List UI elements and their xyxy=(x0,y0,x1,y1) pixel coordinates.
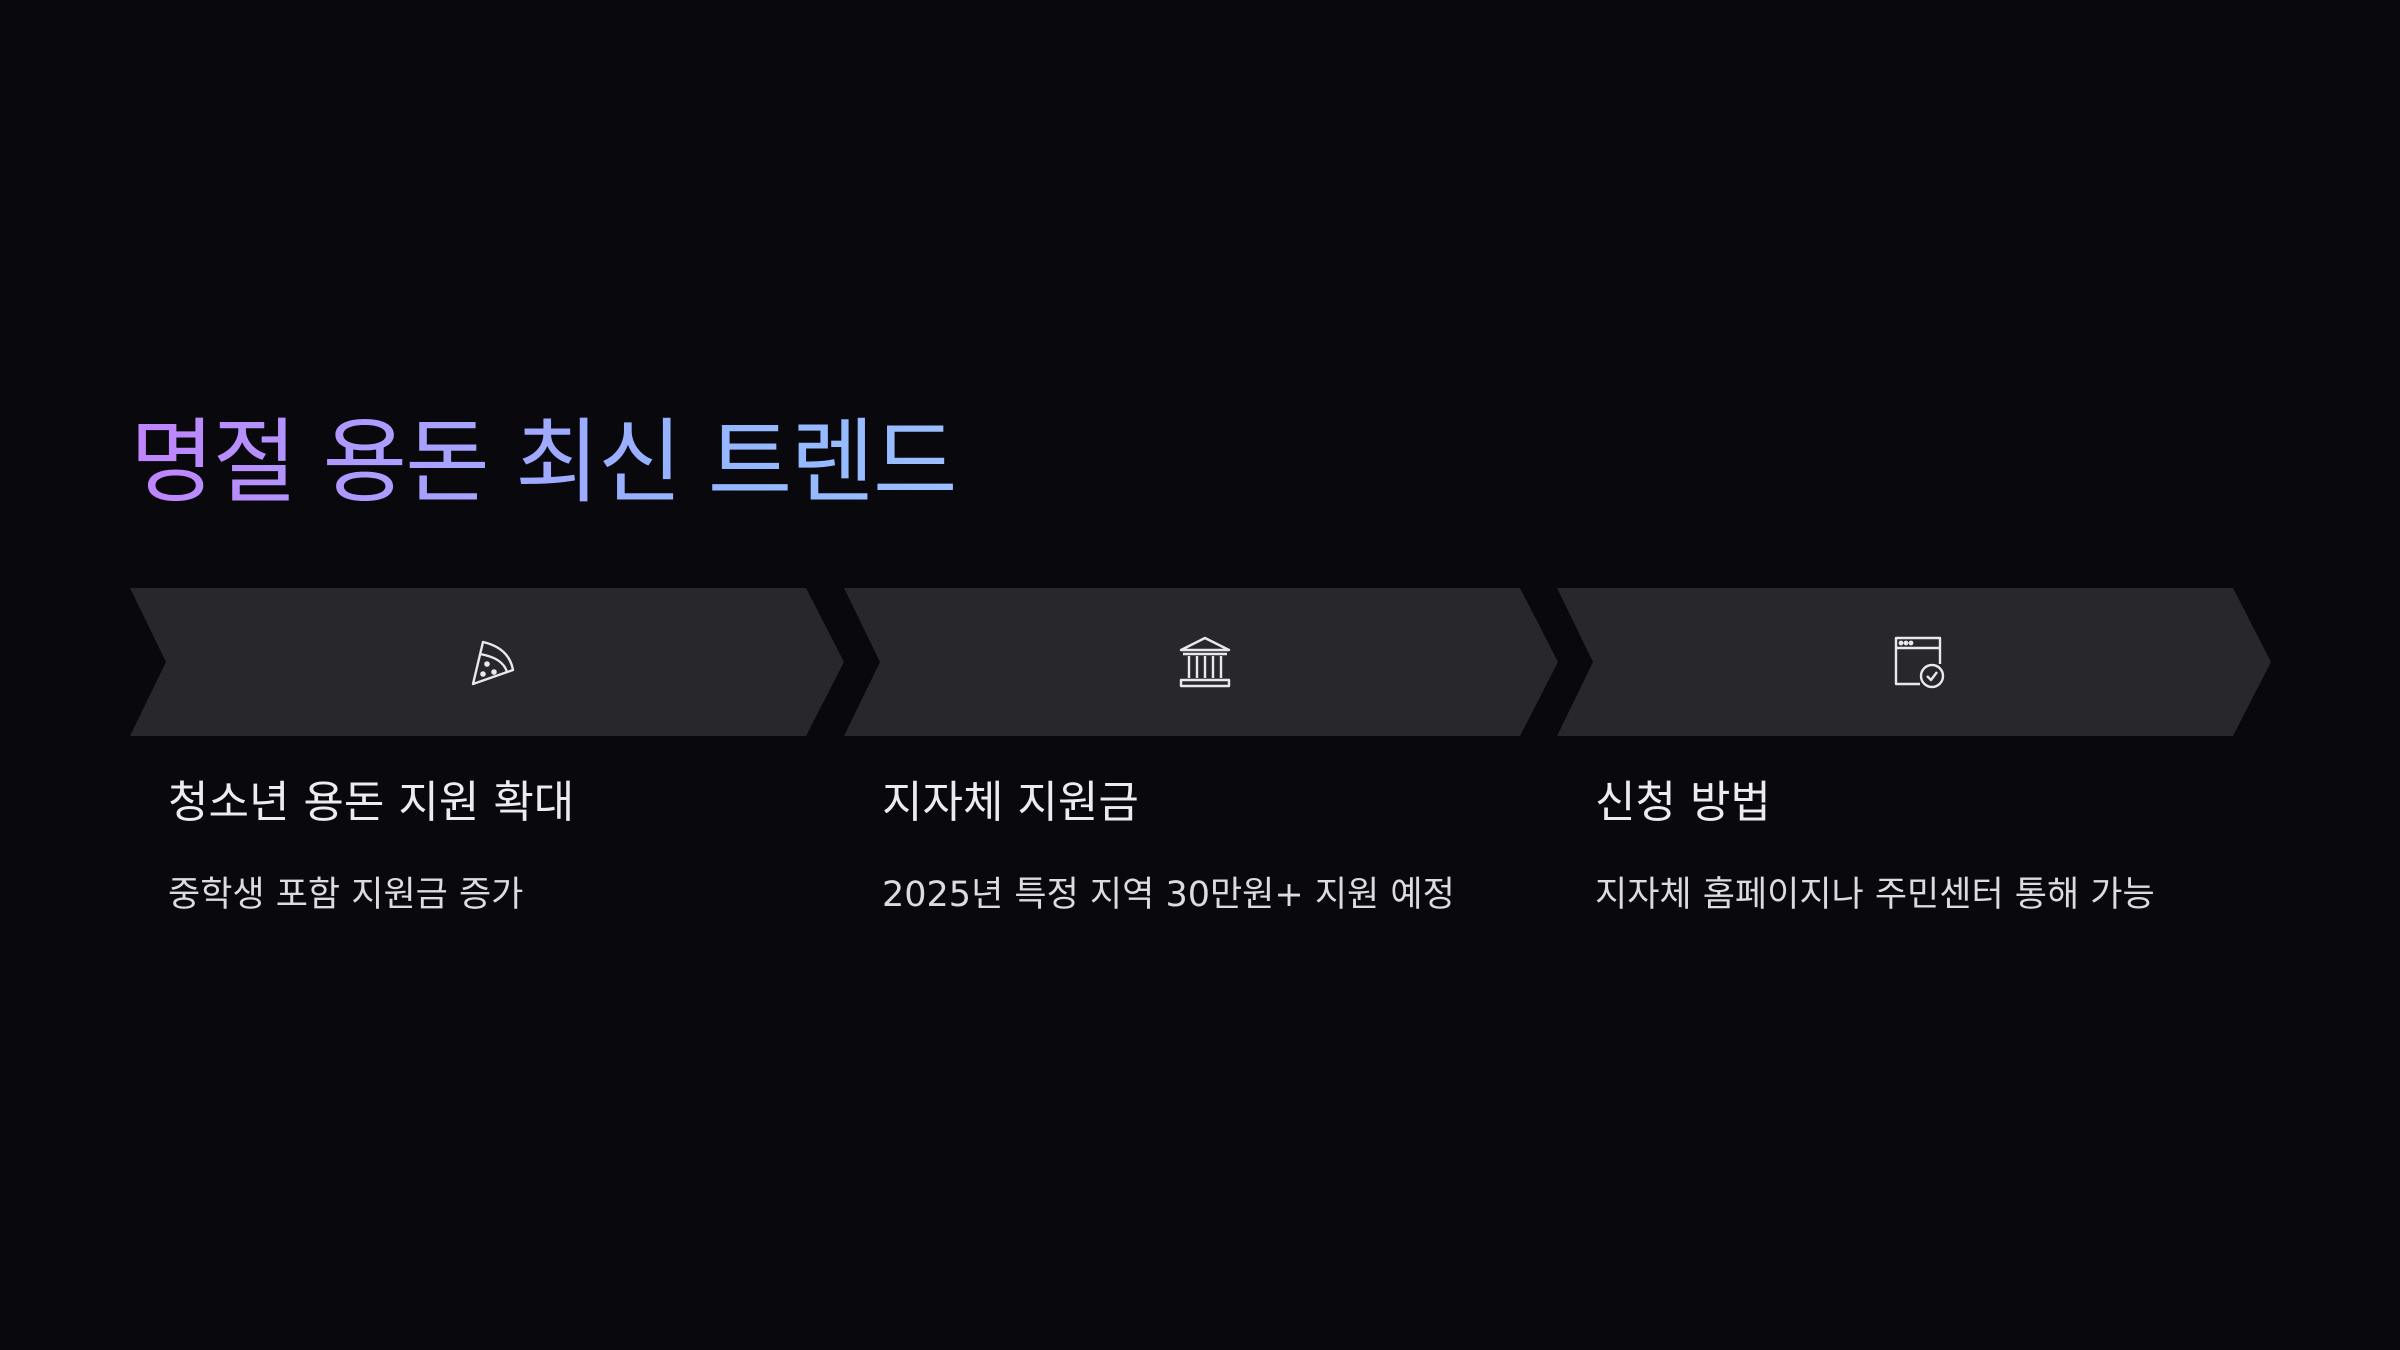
step-how-to-apply: 신청 방법 지자체 홈페이지나 주민센터 통해 가능 xyxy=(1557,588,2271,915)
step-description: 중학생 포함 지원금 증가 xyxy=(168,875,524,915)
bank-building-icon xyxy=(1177,634,1233,690)
step-local-subsidy: 지자체 지원금 2025년 특정 지역 30만원+ 지원 예정 xyxy=(844,588,1558,915)
browser-check-icon xyxy=(1890,634,1946,690)
step-heading: 청소년 용돈 지원 확대 xyxy=(168,777,575,828)
step-heading: 지자체 지원금 xyxy=(882,777,1139,828)
pizza-slice-icon xyxy=(463,634,519,690)
chevron-banner xyxy=(844,588,1558,736)
step-description: 지자체 홈페이지나 주민센터 통해 가능 xyxy=(1595,875,2155,915)
step-description: 2025년 특정 지역 30만원+ 지원 예정 xyxy=(882,875,1455,915)
step-youth-allowance: 청소년 용돈 지원 확대 중학생 포함 지원금 증가 xyxy=(130,588,844,915)
page-title: 명절 용돈 최신 트렌드 xyxy=(130,388,957,521)
step-heading: 신청 방법 xyxy=(1595,777,1771,828)
chevron-banner xyxy=(1557,588,2271,736)
